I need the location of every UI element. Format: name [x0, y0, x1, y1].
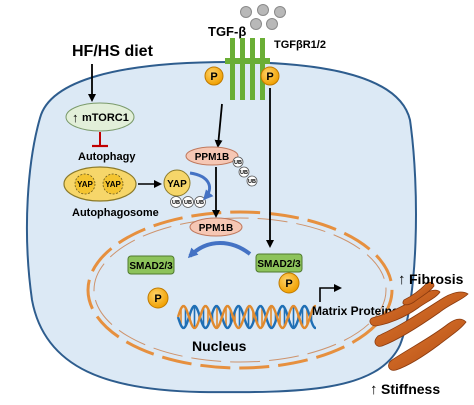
yap-ubiquitin-chain: UB UB UB — [170, 196, 206, 208]
receptor-phospho-right: P — [260, 66, 280, 86]
svg-text:PPM1B: PPM1B — [195, 152, 229, 163]
deubiquitination-arrow — [189, 171, 214, 201]
diet-label: HF/HS diet — [72, 43, 154, 60]
svg-text:UB: UB — [184, 200, 192, 206]
ppm1b-cytoplasm — [185, 146, 239, 166]
svg-text:SMAD2/3: SMAD2/3 — [257, 259, 301, 270]
svg-text:P: P — [266, 71, 273, 83]
autophagosome-yap-right: YAP — [102, 173, 124, 195]
dna-strand — [176, 304, 316, 330]
autophagosome-yap-left: YAP — [74, 173, 96, 195]
dna-helix — [176, 304, 316, 330]
tgf-beta-ligand-icon — [240, 4, 286, 30]
svg-text:PPM1B: PPM1B — [199, 223, 233, 234]
nucleus-label: Nucleus — [192, 338, 247, 354]
fibrosis-up-arrow: ↑ — [398, 271, 406, 288]
tgf-beta-receptor — [225, 38, 270, 100]
svg-text:P: P — [285, 278, 292, 290]
svg-text:P: P — [210, 71, 217, 83]
mtorc1-node — [65, 102, 135, 132]
matrix-proteins-label: Matrix Proteins — [312, 304, 399, 318]
dephosphorylation-arrow — [187, 241, 252, 259]
smad-free — [127, 255, 175, 275]
free-phospho: P — [147, 287, 169, 309]
autophagosome-vesicle — [63, 166, 137, 202]
mtorc1-label: mTORC1 — [82, 112, 129, 124]
ppm1b-nucleus — [189, 217, 243, 237]
autophagy-label: Autophagy — [78, 151, 136, 163]
svg-text:YAP: YAP — [77, 180, 93, 189]
collagen-fibers-icon — [369, 281, 469, 371]
autophagosome-label: Autophagosome — [72, 207, 159, 219]
svg-text:YAP: YAP — [105, 180, 121, 189]
receptor-label: TGFβR1/2 — [274, 39, 326, 51]
stiffness-label: Stiffness — [381, 381, 440, 397]
svg-text:UB: UB — [240, 170, 248, 176]
svg-text:SMAD2/3: SMAD2/3 — [129, 261, 173, 272]
yap-node: YAP — [163, 169, 191, 197]
svg-text:YAP: YAP — [167, 179, 187, 190]
receptor-phospho-left: P — [204, 66, 224, 86]
svg-text:P: P — [154, 293, 161, 305]
transcription-arrow — [319, 284, 342, 302]
nucleus-envelope — [86, 210, 394, 370]
mtorc1-up-arrow: ↑ — [72, 110, 79, 125]
svg-text:UB: UB — [196, 200, 204, 206]
tgf-beta-label: TGF-β — [208, 24, 246, 39]
ppm1b-ubiquitin-chain: UB UB UB — [232, 156, 258, 187]
stiffness-up-arrow: ↑ — [370, 381, 378, 398]
fibrosis-label: Fibrosis — [409, 271, 464, 287]
svg-text:UB: UB — [248, 179, 256, 185]
svg-text:UB: UB — [172, 200, 180, 206]
smad-phosphorylated — [255, 253, 303, 273]
smad-bound-phospho: P — [278, 272, 300, 294]
svg-text:UB: UB — [234, 160, 242, 166]
dna-strand — [176, 304, 316, 330]
